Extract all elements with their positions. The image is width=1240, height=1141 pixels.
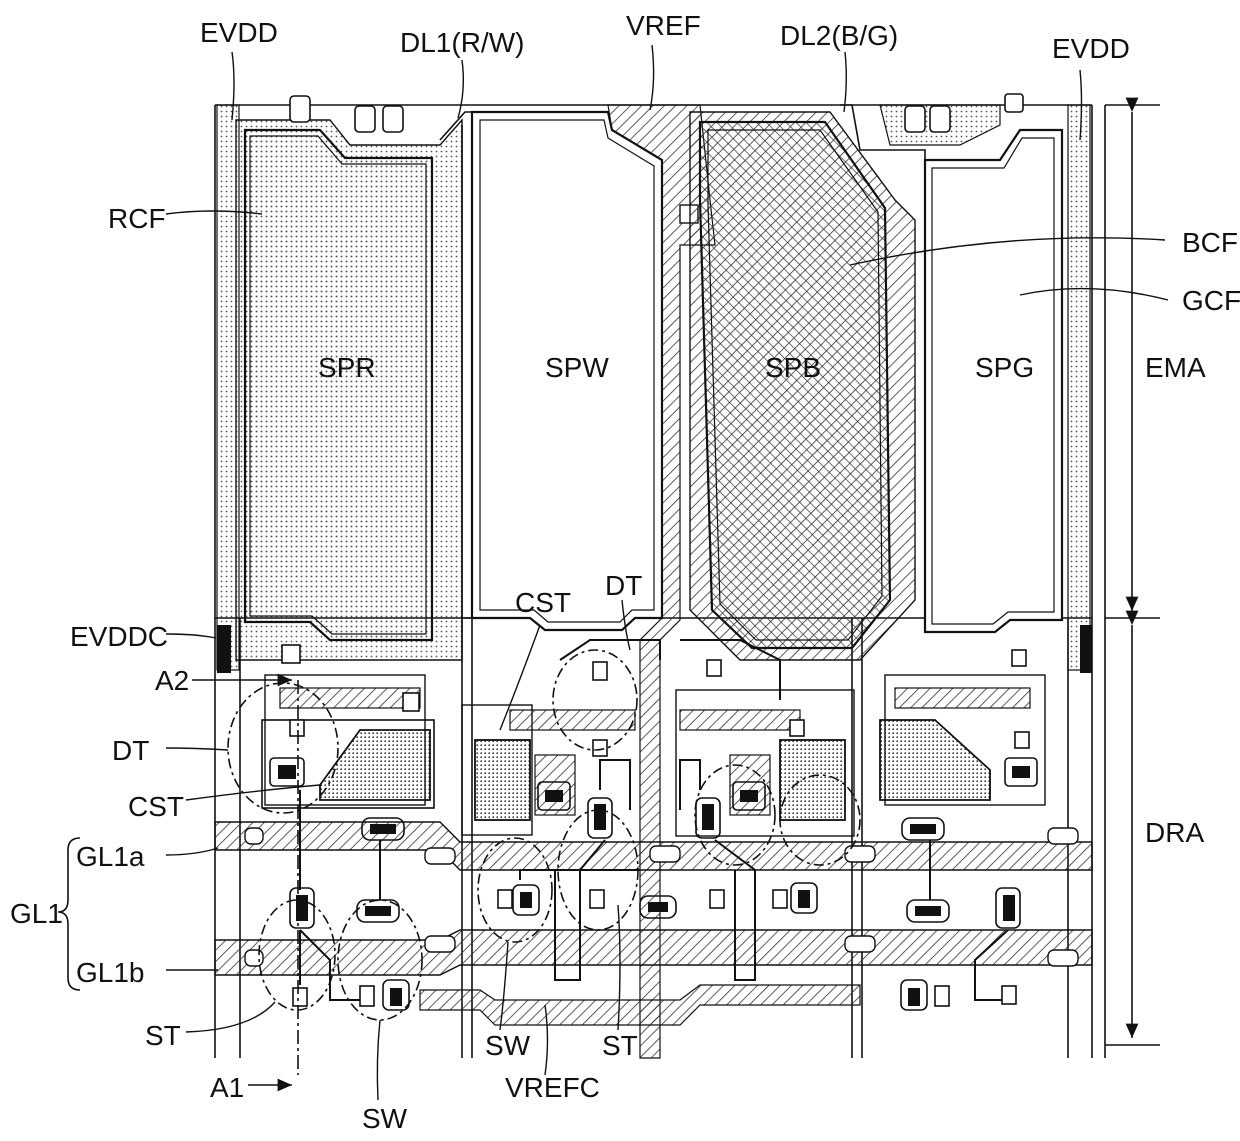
label-vref: VREF bbox=[626, 10, 701, 41]
storage-capacitor-cst-mid bbox=[475, 740, 530, 820]
cst-mid-plate bbox=[535, 755, 575, 815]
label-spr: SPR bbox=[318, 352, 376, 383]
cst-right-plate bbox=[730, 755, 770, 815]
storage-capacitor-cst-left bbox=[320, 730, 430, 800]
label-dt-mid: DT bbox=[605, 570, 642, 601]
label-dt-left: DT bbox=[112, 735, 149, 766]
evdd-power-line-right bbox=[1068, 105, 1092, 673]
label-bcf: BCF bbox=[1182, 227, 1238, 258]
dt-mid-gate bbox=[510, 710, 635, 730]
label-evdd-left: EVDD bbox=[200, 17, 278, 48]
label-spb: SPB bbox=[765, 352, 821, 383]
label-gl1b: GL1b bbox=[76, 957, 145, 988]
label-st-mid: ST bbox=[602, 1030, 638, 1061]
storage-capacitor-cst-far-right bbox=[880, 720, 990, 800]
storage-capacitor-cst-right bbox=[780, 740, 845, 820]
label-gl1a: GL1a bbox=[76, 841, 145, 872]
subpixel-spb bbox=[700, 122, 890, 648]
label-st-left: ST bbox=[145, 1020, 181, 1051]
dt-left-gate bbox=[280, 688, 420, 708]
label-sw-mid: SW bbox=[485, 1030, 531, 1061]
label-dl2: DL2(B/G) bbox=[780, 20, 898, 51]
label-spw: SPW bbox=[545, 352, 609, 383]
label-cst-mid: CST bbox=[515, 587, 571, 618]
label-a1: A1 bbox=[210, 1072, 244, 1103]
label-gcf: GCF bbox=[1182, 285, 1240, 316]
label-rcf: RCF bbox=[108, 203, 166, 234]
label-dl1: DL1(R/W) bbox=[400, 27, 524, 58]
label-vrefc: VREFC bbox=[505, 1072, 600, 1103]
label-spg: SPG bbox=[975, 352, 1034, 383]
subpixel-spr bbox=[245, 130, 432, 640]
label-evdd-right: EVDD bbox=[1052, 33, 1130, 64]
label-evddc: EVDDC bbox=[70, 621, 168, 652]
label-ema: EMA bbox=[1145, 352, 1206, 383]
dt-right-gate bbox=[680, 710, 800, 730]
dt-far-right-gate bbox=[895, 688, 1030, 708]
label-sw-bottom: SW bbox=[362, 1103, 408, 1134]
label-dra: DRA bbox=[1145, 817, 1204, 848]
label-gl1: GL1 bbox=[10, 898, 63, 929]
label-a2: A2 bbox=[155, 665, 189, 696]
label-cst-left: CST bbox=[128, 791, 184, 822]
